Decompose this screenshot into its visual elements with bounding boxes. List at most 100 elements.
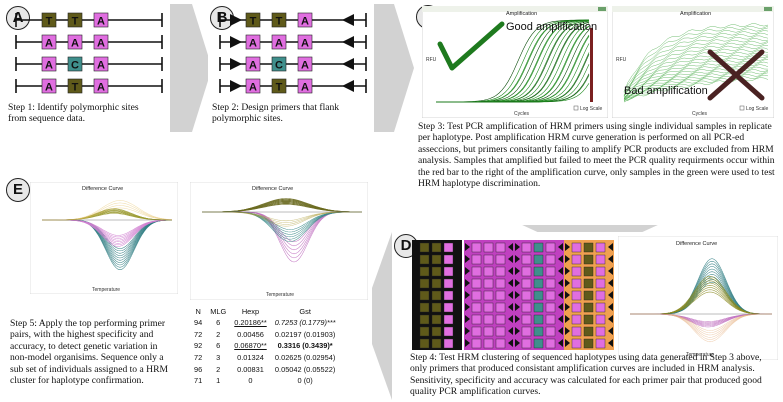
nucleotide-letter: A xyxy=(301,82,309,94)
nucleotide-letter: T xyxy=(72,82,79,94)
nucleotide-box xyxy=(483,302,494,313)
nucleotide-box xyxy=(483,326,494,337)
nucleotide-box xyxy=(471,338,482,349)
nucleotide-box xyxy=(419,266,430,277)
nucleotide-box xyxy=(521,266,532,277)
cell-n: 72 xyxy=(194,353,203,363)
amplification-curve xyxy=(623,32,769,97)
nucleotide-box xyxy=(443,278,454,289)
nucleotide-box xyxy=(595,338,606,349)
plot2-annotation: Bad amplification xyxy=(624,85,708,97)
nucleotide-letter: A xyxy=(275,38,283,50)
nucleotide-box xyxy=(271,56,287,72)
hrm-haplotype-grid xyxy=(412,240,614,350)
amplification-curve xyxy=(623,35,769,97)
primer-reverse-icon xyxy=(342,36,354,48)
cell-hexp: 0.00456 xyxy=(237,329,264,339)
nucleotide-box xyxy=(545,326,556,337)
nucleotide-box xyxy=(583,314,594,325)
nucleotide-box xyxy=(443,314,454,325)
nucleotide-box xyxy=(495,266,506,277)
nucleotide-box xyxy=(431,302,442,313)
amplification-curve xyxy=(623,45,769,98)
nucleotide-box xyxy=(545,302,556,313)
nucleotide-box xyxy=(245,78,261,94)
step1-text: Step 1: Identify polymorphic sites from … xyxy=(8,102,139,125)
nucleotide-box xyxy=(495,326,506,337)
plot1-ylabel: RFU xyxy=(426,57,437,63)
nucleotide-box xyxy=(431,266,442,277)
nucleotide-box xyxy=(583,266,594,277)
e1-xlabel: Temperature xyxy=(92,287,120,293)
nucleotide-letter: A xyxy=(97,82,105,94)
e1-title: Difference Curve xyxy=(82,186,123,192)
difference-curve-line xyxy=(202,198,363,213)
nucleotide-box xyxy=(443,326,454,337)
nucleotide-box xyxy=(471,254,482,265)
nucleotide-box xyxy=(471,326,482,337)
table-row: 72 3 0.01324 0.02625 (0.02954) xyxy=(190,352,340,364)
nucleotide-box xyxy=(571,242,582,253)
nucleotide-box xyxy=(571,338,582,349)
nucleotide-box xyxy=(545,254,556,265)
nucleotide-box xyxy=(41,78,57,94)
nucleotide-box xyxy=(495,242,506,253)
nucleotide-box xyxy=(583,278,594,289)
nucleotide-box xyxy=(93,56,109,72)
nucleotide-box xyxy=(571,314,582,325)
primer-forward-icon xyxy=(230,58,242,70)
nucleotide-box xyxy=(595,254,606,265)
nucleotide-box xyxy=(533,266,544,277)
nucleotide-box xyxy=(443,338,454,349)
amplification-curve xyxy=(623,30,769,96)
nucleotide-box xyxy=(545,266,556,277)
amplification-curve xyxy=(623,70,769,99)
nucleotide-box xyxy=(483,278,494,289)
nucleotide-letter: A xyxy=(71,38,79,50)
nucleotide-letter: A xyxy=(249,38,257,50)
primer-forward-icon xyxy=(230,80,242,92)
amplification-plot-good: Amplification RFU Cycles Good amplificat… xyxy=(422,6,608,118)
cell-mlg: 1 xyxy=(216,376,221,386)
cell-gst: 0.02625 (0.02954) xyxy=(274,353,336,363)
difference-curve-e1: Difference Curve Temperature xyxy=(30,182,178,294)
amplification-curve xyxy=(623,47,769,100)
arrow-a-to-b xyxy=(170,4,212,132)
nucleotide-box xyxy=(495,302,506,313)
amplification-curve xyxy=(623,42,769,96)
nucleotide-box xyxy=(533,290,544,301)
cell-mlg: 6 xyxy=(216,318,221,328)
nucleotide-box xyxy=(521,290,532,301)
nucleotide-box xyxy=(533,338,544,349)
nucleotide-box xyxy=(271,78,287,94)
nucleotide-box xyxy=(483,266,494,277)
nucleotide-letter: A xyxy=(301,60,309,72)
nucleotide-box xyxy=(533,278,544,289)
amplification-curve xyxy=(623,25,769,92)
primer-forward-icon xyxy=(230,36,242,48)
panel-c: C Amplification RFU Cycles Good amplific… xyxy=(414,3,781,225)
nucleotide-box xyxy=(521,314,532,325)
nucleotide-box xyxy=(571,302,582,313)
nucleotide-box xyxy=(545,242,556,253)
nucleotide-box xyxy=(471,302,482,313)
nucleotide-box xyxy=(41,34,57,50)
arrow-b-to-c xyxy=(370,4,414,132)
amplification-curve xyxy=(623,52,769,99)
nucleotide-box xyxy=(93,34,109,50)
primer-reverse-icon xyxy=(342,14,354,26)
nucleotide-box xyxy=(533,254,544,265)
nucleotide-box xyxy=(41,12,57,28)
d-xlabel: Temperature xyxy=(686,352,714,358)
nucleotide-box xyxy=(495,338,506,349)
cross-icon xyxy=(707,49,765,101)
table-row: 71 1 0 0 (0) xyxy=(190,375,340,387)
nucleotide-box xyxy=(431,314,442,325)
plot1-xlabel: Cycles xyxy=(514,111,530,117)
nucleotide-box xyxy=(595,314,606,325)
difference-curve-e2: Difference Curve Temperature xyxy=(190,182,368,300)
